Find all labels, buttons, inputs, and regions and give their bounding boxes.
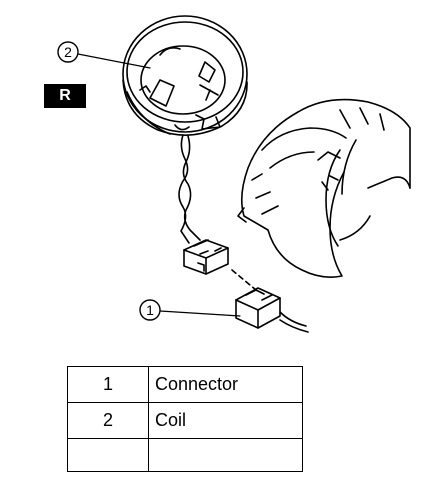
legend-number: 1 <box>67 366 149 403</box>
legend-label-empty <box>148 438 303 472</box>
legend-label: Coil <box>148 402 303 439</box>
coil-side-connector <box>183 239 229 275</box>
legend-label: Connector <box>148 366 303 403</box>
legend-number-empty <box>67 438 149 472</box>
legend-row: 1 Connector <box>67 366 303 403</box>
callout-2: 2 <box>57 41 151 69</box>
coil-ring <box>122 15 248 136</box>
coil-wire <box>178 134 201 244</box>
callout-2-number: 2 <box>64 44 72 60</box>
legend-row-empty <box>67 438 303 472</box>
legend-table: 1 Connector 2 Coil <box>67 366 303 472</box>
harness-connector <box>235 287 309 333</box>
legend-number: 2 <box>67 402 149 439</box>
diagram-illustration: 2 1 <box>57 15 411 333</box>
steering-column-housing <box>237 98 411 278</box>
connection-dashed-line <box>231 269 257 291</box>
legend-row: 2 Coil <box>67 402 303 439</box>
callout-1: 1 <box>139 299 241 321</box>
r-badge: R <box>44 84 86 108</box>
callout-1-number: 1 <box>146 302 154 318</box>
